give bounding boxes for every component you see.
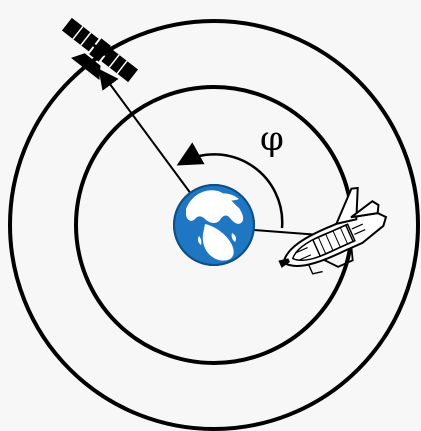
earth-globe-icon (174, 185, 254, 265)
angle-label: φ (260, 119, 284, 159)
